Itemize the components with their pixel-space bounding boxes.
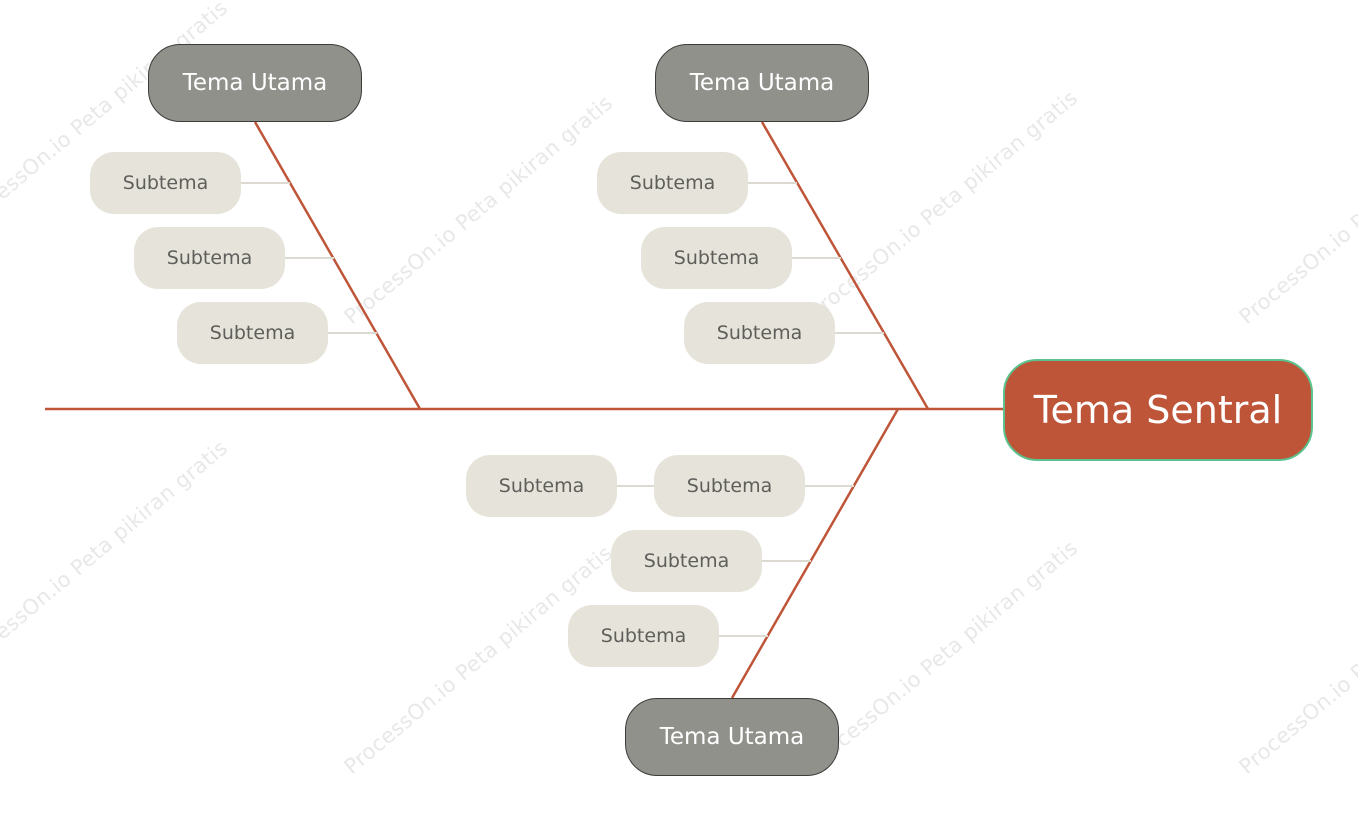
subtopic-3-1[interactable]: Subtema: [654, 455, 805, 517]
branch-bone-2: [760, 121, 930, 410]
subtopic-1-3[interactable]: Subtema: [177, 302, 328, 364]
subtopic-2-1[interactable]: Subtema: [597, 152, 748, 214]
main-topic-2[interactable]: Tema Utama: [655, 44, 869, 122]
subtopic-2-2[interactable]: Subtema: [641, 227, 792, 289]
subtopic-1-1[interactable]: Subtema: [90, 152, 241, 214]
subtopic-3-2[interactable]: Subtema: [611, 530, 762, 592]
subtopic-2-3[interactable]: Subtema: [684, 302, 835, 364]
subtopic-3-extra[interactable]: Subtema: [466, 455, 617, 517]
main-topic-1[interactable]: Tema Utama: [148, 44, 362, 122]
branch-bone-3: [730, 408, 900, 699]
subtopic-1-2[interactable]: Subtema: [134, 227, 285, 289]
central-topic[interactable]: Tema Sentral: [1003, 359, 1313, 461]
subtopic-3-3[interactable]: Subtema: [568, 605, 719, 667]
main-topic-3[interactable]: Tema Utama: [625, 698, 839, 776]
branch-bone-1: [253, 121, 422, 410]
